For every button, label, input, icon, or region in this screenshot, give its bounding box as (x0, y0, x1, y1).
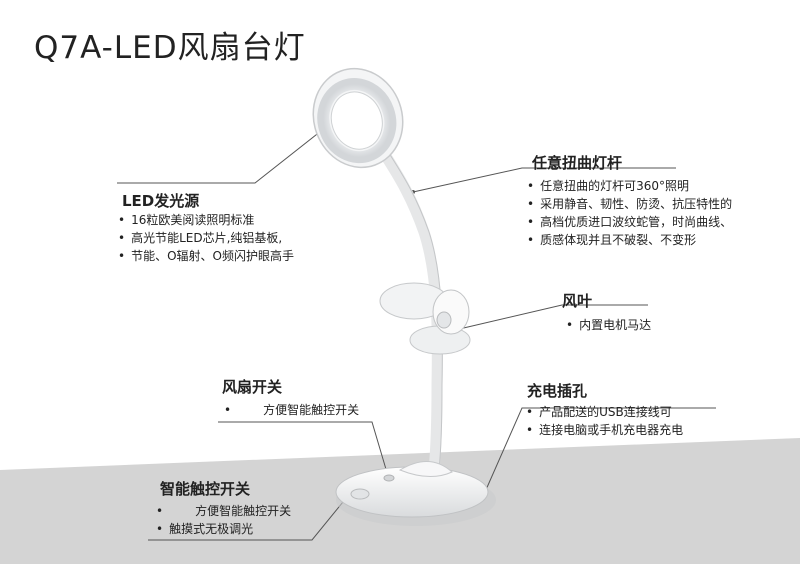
fan-list: 内置电机马达 (566, 316, 651, 334)
list-item: 内置电机马达 (566, 316, 651, 334)
touch-heading: 智能触控开关 (160, 480, 251, 498)
list-item: 任意扭曲的灯杆可360°照明 (527, 177, 732, 195)
charge-heading: 充电插孔 (527, 382, 588, 400)
led-heading: LED发光源 (122, 192, 200, 210)
leader-line-fan-switch (218, 421, 389, 477)
list-item: 高光节能LED芯片,纯铝基板, (118, 229, 294, 247)
leader-line-fan (454, 304, 648, 331)
list-item: 方便智能触控开关 (156, 502, 291, 520)
lamp-base (335, 461, 496, 526)
fan-heading: 风叶 (562, 292, 593, 310)
page-title: Q7A-LED风扇台灯 (34, 30, 306, 66)
list-item: 16粒欧美阅读照明标准 (118, 211, 294, 229)
fan-switch-list: 方便智能触控开关 (224, 401, 359, 419)
neck-heading: 任意扭曲灯杆 (532, 154, 623, 172)
list-item: 产品配送的USB连接线可 (526, 403, 683, 421)
leader-line-led (117, 115, 341, 184)
charge-list: 产品配送的USB连接线可 连接电脑或手机充电器充电 (526, 403, 683, 439)
fan-switch-heading: 风扇开关 (222, 378, 283, 396)
leader-line-neck (412, 167, 676, 193)
list-item: 采用静音、韧性、防烫、抗压特性的 (527, 195, 732, 213)
fan (379, 282, 471, 355)
list-item: 节能、O辐射、O频闪护眼高手 (118, 247, 294, 265)
list-item: 方便智能触控开关 (224, 401, 359, 419)
lamp-head (312, 67, 404, 169)
neck-list: 任意扭曲的灯杆可360°照明 采用静音、韧性、防烫、抗压特性的 高档优质进口波纹… (527, 177, 732, 249)
list-item: 质感体现并且不破裂、不变形 (527, 231, 732, 249)
list-item: 触摸式无极调光 (156, 520, 291, 538)
led-list: 16粒欧美阅读照明标准 高光节能LED芯片,纯铝基板, 节能、O辐射、O频闪护眼… (118, 211, 294, 265)
list-item: 连接电脑或手机充电器充电 (526, 421, 683, 439)
touch-list: 方便智能触控开关 触摸式无极调光 (156, 502, 291, 538)
list-item: 高档优质进口波纹蛇管，时尚曲线、 (527, 213, 732, 231)
